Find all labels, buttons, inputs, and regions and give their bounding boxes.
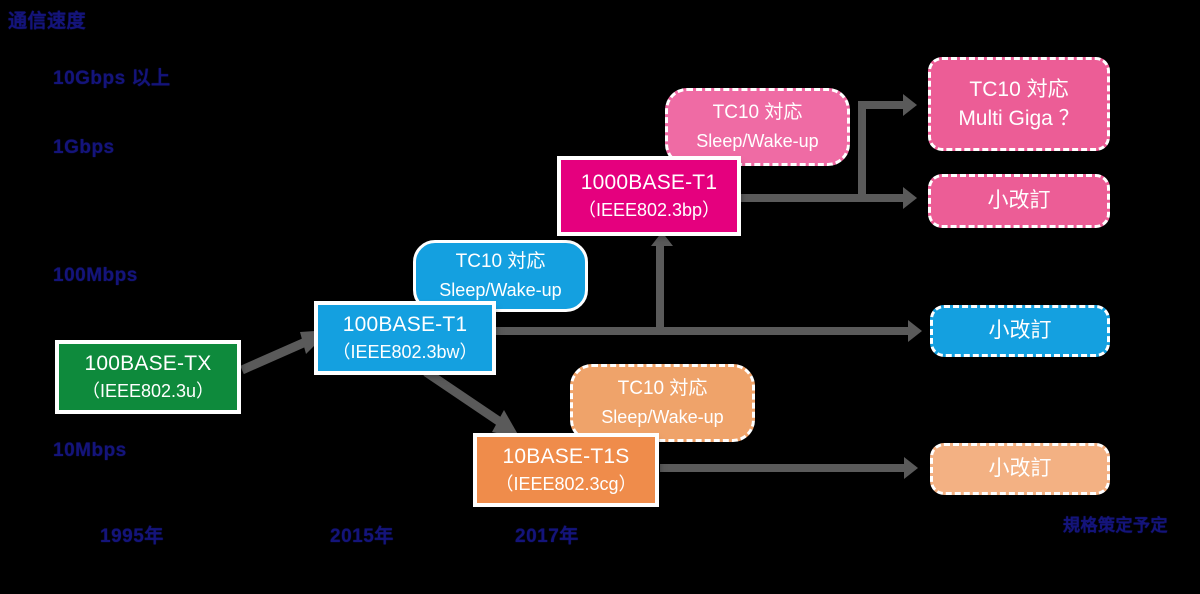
y-tick-10mbps: 10Mbps [53,440,127,461]
node-spec: （IEEE802.3u） [81,381,215,402]
edge-100baset1-to-10baset1s [422,368,532,448]
bubble-line1: TC10 対応 [455,250,546,272]
node-title: 100BASE-TX [84,352,212,376]
node-100base-t1[interactable]: 100BASE-T1 （IEEE802.3bw） [318,305,492,371]
arrow-to-multigiga [903,94,917,116]
result-line1: TC10 対応 [969,77,1069,101]
bubble-line2: Sleep/Wake-up [601,406,724,427]
arrow-to-blue-minor [908,320,922,342]
result-orange-minor-revision[interactable]: 小改訂 [930,443,1110,495]
y-tick-1gbps: 1Gbps [53,137,115,158]
edge-vertical-to-1000baset1 [656,245,664,331]
bubble-tc10-1000baset1[interactable]: TC10 対応 Sleep/Wake-up [665,88,850,166]
node-spec: （IEEE802.3bp） [577,200,721,221]
right-note-label: 規格策定予定 [1063,516,1168,535]
bubble-tc10-10baset1s[interactable]: TC10 対応 Sleep/Wake-up [570,364,755,442]
y-axis-title: 通信速度 [8,11,87,32]
bubble-line2: Sleep/Wake-up [696,130,819,151]
edge-branch-vertical [858,105,866,198]
node-spec: （IEEE802.3bw） [332,342,478,363]
result-line1: 小改訂 [988,319,1052,343]
edge-branch-upper [858,101,908,109]
y-tick-10gbps: 10Gbps 以上 [53,68,171,89]
result-pink-minor-revision[interactable]: 小改訂 [928,174,1110,228]
node-1000base-t1[interactable]: 1000BASE-T1 （IEEE802.3bp） [561,160,737,232]
edge-10baset1s-horizontal [660,464,912,472]
arrow-up-to-1000baset1 [651,232,673,246]
result-line1: 小改訂 [987,189,1051,213]
edge-100baset1-horizontal [494,327,916,335]
result-line2: Multi Giga ？ [958,107,1080,130]
edge-1000baset1-horizontal [738,194,866,202]
x-tick-2017: 2017年 [515,526,579,547]
x-tick-2015: 2015年 [330,526,394,547]
result-multi-giga[interactable]: TC10 対応 Multi Giga ？ [928,57,1110,151]
x-tick-1995: 1995年 [100,526,164,547]
node-title: 1000BASE-T1 [580,171,718,195]
edge-branch-lower [858,194,908,202]
node-100base-tx[interactable]: 100BASE-TX （IEEE802.3u） [59,344,237,410]
bubble-line1: TC10 対応 [617,377,708,399]
result-line1: 小改訂 [988,457,1052,481]
node-title: 10BASE-T1S [502,445,630,469]
node-spec: （IEEE802.3cg） [495,474,637,495]
result-blue-minor-revision[interactable]: 小改訂 [930,305,1110,357]
node-10base-t1s[interactable]: 10BASE-T1S （IEEE802.3cg） [477,437,655,503]
bubble-line1: TC10 対応 [712,101,803,123]
y-tick-100mbps: 100Mbps [53,265,138,286]
arrow-to-orange-minor [904,457,918,479]
arrow-to-pink-minor [903,187,917,209]
bubble-tc10-100baset1[interactable]: TC10 対応 Sleep/Wake-up [413,240,588,312]
node-title: 100BASE-T1 [342,313,468,337]
bubble-line2: Sleep/Wake-up [439,279,562,300]
